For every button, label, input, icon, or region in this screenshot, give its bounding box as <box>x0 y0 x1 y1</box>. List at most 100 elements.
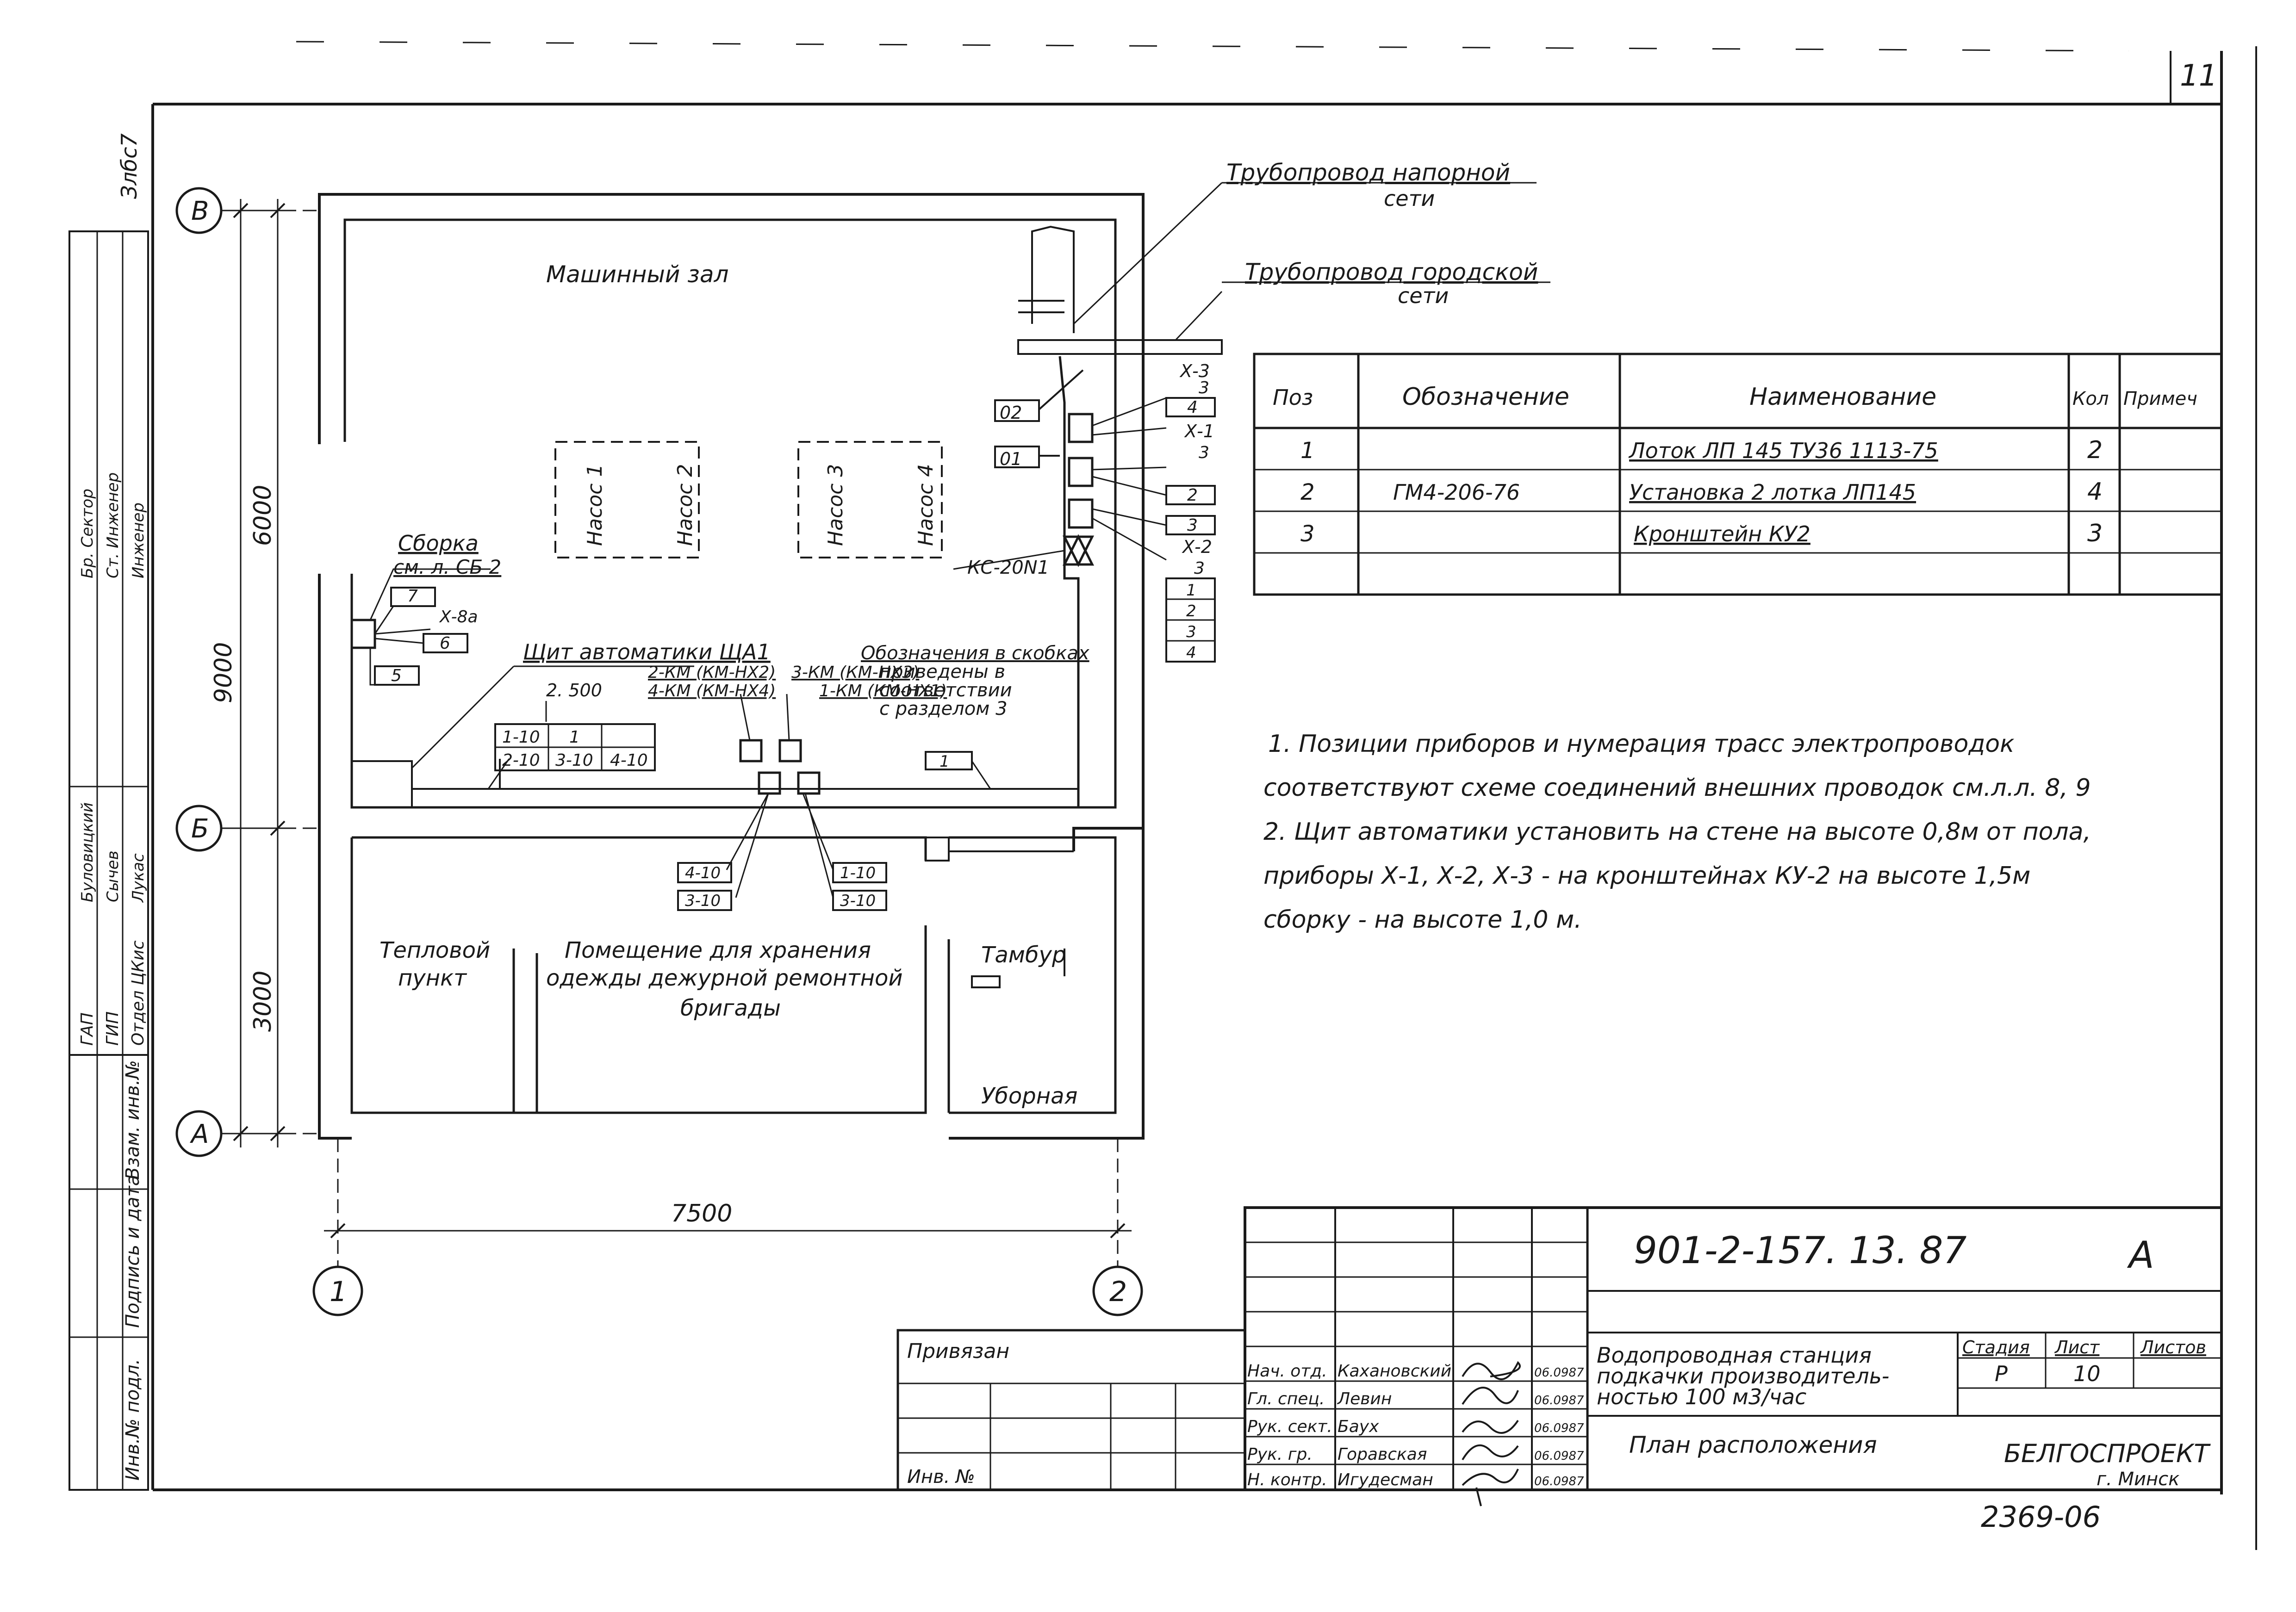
axis-label-v: В <box>191 196 209 226</box>
notation-note-2: приведены в <box>879 661 1005 682</box>
side-stamp-row-3: Взам. инв.№ <box>122 1060 143 1180</box>
tag-b5: 5 <box>391 666 402 685</box>
spec-header-qty: Кол <box>2072 388 2109 409</box>
title-block <box>896 1206 2223 1491</box>
panel-label: Щит автоматики ЩА1 <box>523 639 771 664</box>
tb-city: г. Минск <box>2097 1469 2179 1490</box>
tb-sheet-label: Лист <box>2054 1337 2100 1358</box>
assembly-area <box>350 568 1079 808</box>
pump-3-label: Насос 3 <box>824 464 847 546</box>
spec-r3-name: Кронштейн КУ2 <box>1634 521 1811 546</box>
room-vestibule: Тамбур <box>981 942 1066 968</box>
tag-c2km: 2-КМ (КМ-НХ2) <box>648 663 776 682</box>
tag-n2: 2 <box>1187 486 1198 505</box>
riser-tag-stack <box>1165 397 1216 663</box>
tb-signer-1-role: Нач. отд. <box>1247 1362 1327 1381</box>
pipe-city-1: Трубопровод городской <box>1245 259 1538 285</box>
tag-n3d: 3 <box>1194 559 1205 578</box>
tag-x1: Х-1 <box>1184 421 1214 441</box>
tb-signer-1-date: 06.0987 <box>1534 1366 1584 1380</box>
sheet-corner-number: 11 <box>2180 59 2217 93</box>
tag-o2: 02 <box>1000 403 1022 423</box>
tag-c1km: 1-КМ (КМ-НХ1) <box>819 682 947 701</box>
notation-note-3: соответствии <box>879 680 1012 701</box>
tb-signer-5-role: Н. контр. <box>1247 1470 1327 1489</box>
side-stamp-name-5: Сычев <box>104 850 122 902</box>
tag-c3km: 3-КМ (КМ-НХ3) <box>791 663 919 682</box>
spec-header-name: Наименование <box>1749 383 1936 411</box>
note-line-1: 1. Позиции приборов и нумерация трасс эл… <box>1268 730 2015 758</box>
note-line-3: 2. Щит автоматики установить на стене на… <box>1263 818 2091 846</box>
notation-note-4: с разделом 3 <box>879 698 1008 719</box>
tb-inv: Инв. № <box>907 1466 975 1488</box>
side-stamp-name-6: Лукас <box>129 853 148 903</box>
tag-n4b: 4 <box>1186 644 1196 662</box>
pump-1-label: Насос 1 <box>583 464 607 546</box>
axis-markers <box>175 187 1143 1316</box>
tag-c4km: 4-КМ (КМ-НХ4) <box>648 682 776 701</box>
tag-n3e: 3 <box>1186 623 1196 641</box>
tb-signer-5-date: 06.0987 <box>1534 1475 1584 1488</box>
tb-org: БЕЛГОСПРОЕКТ <box>2004 1439 2211 1468</box>
tb-signer-2-date: 06.0987 <box>1534 1394 1584 1407</box>
spec-header-pos: Поз <box>1273 385 1313 410</box>
tb-archive: 2369-06 <box>1981 1500 2101 1534</box>
grid-r2c3: 4-10 <box>610 751 648 770</box>
tag-n4: 4 <box>1187 398 1198 417</box>
dim-3000: 3000 <box>249 971 277 1032</box>
axis-label-1: 1 <box>330 1276 347 1308</box>
assembly-label-2: см. л. СБ 2 <box>393 556 501 578</box>
side-stamp <box>68 230 149 1491</box>
side-stamp-top: Злбс7 <box>117 133 142 199</box>
tag-t310: 3-10 <box>685 892 721 910</box>
room-storage-1: Помещение для хранения <box>565 937 871 963</box>
pipe-pressure-1: Трубопровод напорной <box>1226 159 1510 186</box>
tag-n1: 1 <box>1186 581 1196 600</box>
pump-4-label: Насос 4 <box>914 464 938 546</box>
side-stamp-name-4: Буловицкий <box>78 802 97 902</box>
tag-kc: КС-20N1 <box>967 557 1049 578</box>
tb-project-1: Водопроводная станция <box>1597 1343 1872 1368</box>
spec-r3-qty: 3 <box>2087 520 2103 547</box>
room-storage-2: одежды дежурной ремонтной <box>546 965 903 991</box>
dim-7500: 7500 <box>671 1200 732 1228</box>
tb-sheets-label: Листов <box>2140 1337 2206 1358</box>
spec-r1-qty: 2 <box>2087 436 2103 464</box>
spec-r2-name: Установка 2 лотка ЛП145 <box>1629 480 1916 505</box>
spec-table <box>1253 353 2223 596</box>
pipe-pressure-2: сети <box>1384 186 1435 211</box>
grid-r1c1: 1-10 <box>502 728 540 747</box>
dim-9000: 9000 <box>210 642 237 703</box>
side-stamp-name-1: ГАП <box>78 1012 97 1046</box>
room-storage-3: бригады <box>680 995 781 1021</box>
axis-label-2: 2 <box>1109 1276 1127 1308</box>
tb-signer-3-date: 06.0987 <box>1534 1421 1584 1435</box>
note-line-2: соответствуют схеме соединений внешних п… <box>1263 774 2091 802</box>
tb-signer-4-role: Рук. гр. <box>1247 1445 1313 1464</box>
tag-t310b: 3-10 <box>840 892 876 910</box>
signature-scribbles <box>1462 1361 1521 1507</box>
note-line-5: сборку - на высоте 1,0 м. <box>1263 906 1582 934</box>
spec-r2-pos: 2 <box>1300 479 1315 505</box>
spec-header-designation: Обозначение <box>1402 383 1569 411</box>
tag-n3b: 3 <box>1199 443 1209 462</box>
side-stamp-row-1: Инв.№ подл. <box>122 1359 143 1481</box>
tb-code: 901-2-157. 13. 87 <box>1634 1229 1966 1272</box>
side-stamp-name-2: ГИП <box>103 1011 122 1046</box>
tb-signer-2-role: Гл. спец. <box>1247 1389 1325 1408</box>
spec-r3-pos: 3 <box>1300 521 1315 547</box>
room-heat-point-1: Тепловой <box>380 937 490 963</box>
tag-n3c: 3 <box>1187 516 1198 535</box>
grid-r1c2: 1 <box>569 728 580 747</box>
tb-signer-5-name: Игудесман <box>1338 1470 1433 1489</box>
tb-signer-4-name: Горавская <box>1338 1445 1427 1464</box>
spec-r2-qty: 4 <box>2087 478 2103 506</box>
tag-t410: 4-10 <box>685 864 721 882</box>
tb-signer-2-name: Левин <box>1337 1389 1392 1408</box>
contactors <box>726 694 991 898</box>
tb-sheet-title: План расположения <box>1629 1432 1877 1458</box>
tb-signer-1-name: Кахановский <box>1338 1362 1451 1381</box>
spec-r1-pos: 1 <box>1300 438 1315 464</box>
dim-6000: 6000 <box>249 485 277 546</box>
